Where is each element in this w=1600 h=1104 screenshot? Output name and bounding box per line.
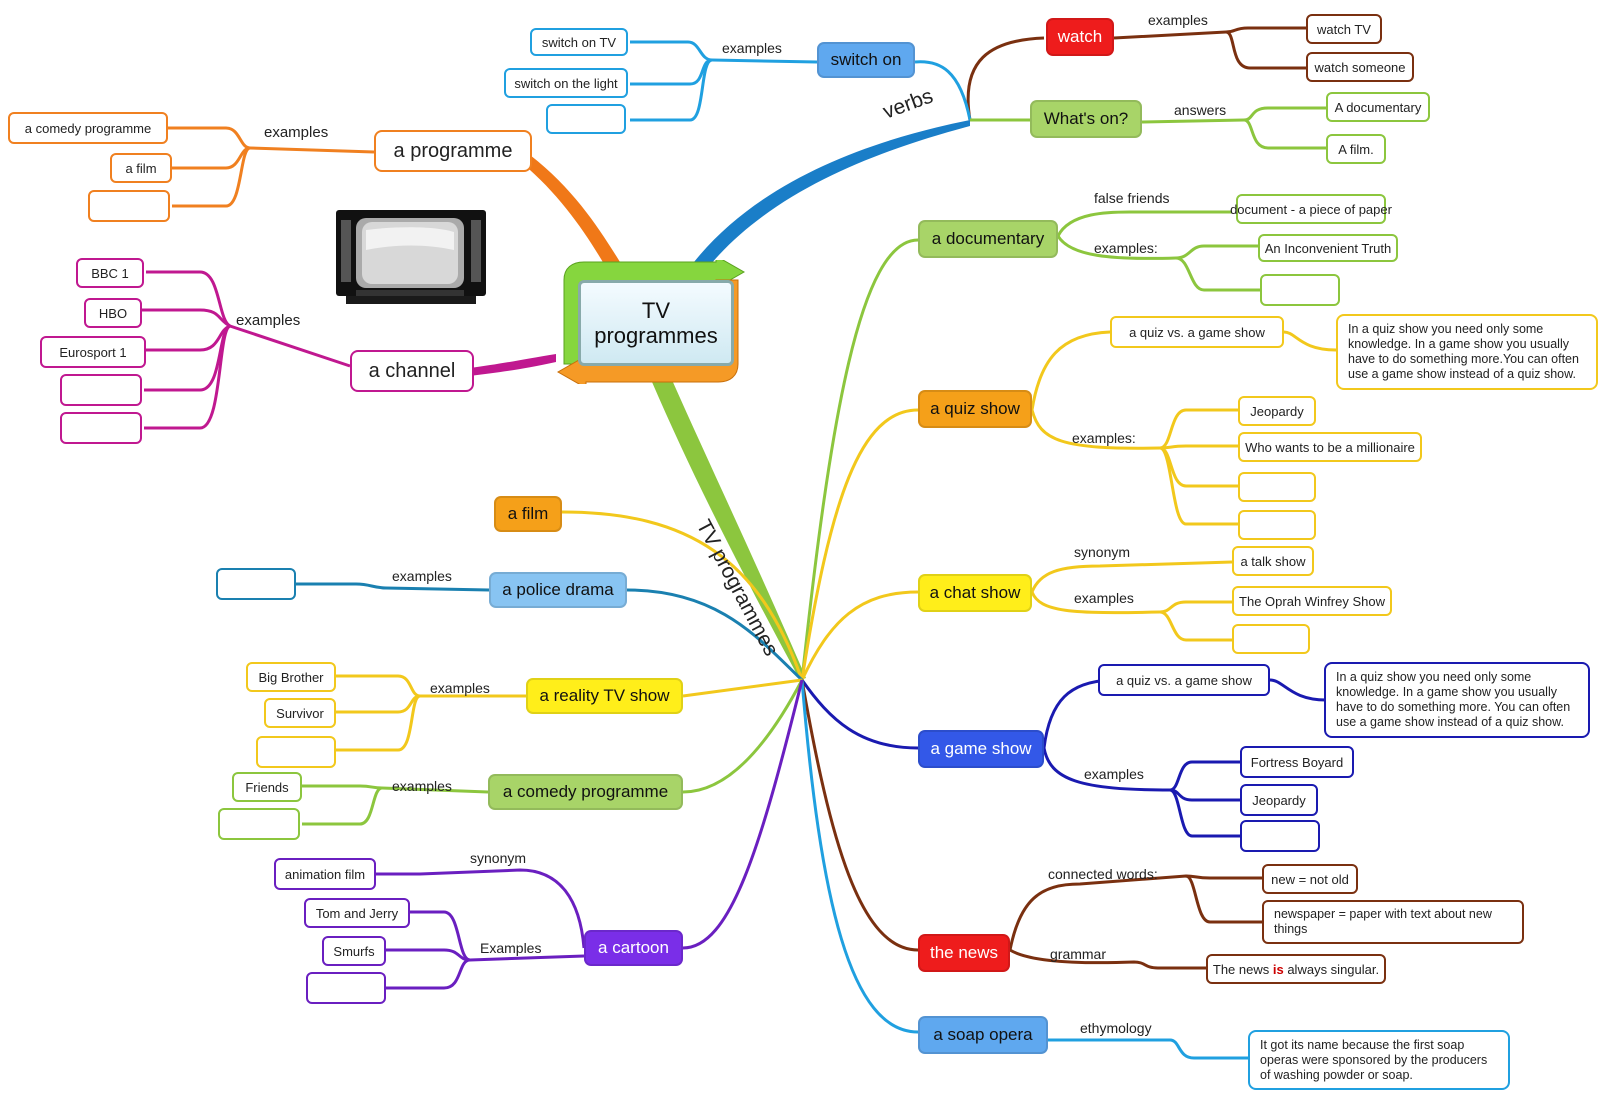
chat-show-example-1[interactable]: The Oprah Winfrey Show <box>1232 586 1392 616</box>
a-channel-example-1[interactable]: BBC 1 <box>76 258 144 288</box>
game-vs-quiz-show-link[interactable]: a quiz vs. a game show <box>1098 664 1270 696</box>
chat-show-example-2[interactable] <box>1232 624 1310 654</box>
quiz-vs-game-show-link[interactable]: a quiz vs. a game show <box>1110 316 1284 348</box>
switch-on-example-1[interactable]: switch on TV <box>530 28 628 56</box>
soap-opera-link-label: ethymology <box>1080 1020 1152 1036</box>
game-show-example-2[interactable]: Jeopardy <box>1240 784 1318 816</box>
cartoon-node[interactable]: a cartoon <box>584 930 683 966</box>
news-grammar-post: always singular. <box>1283 961 1380 977</box>
news-connected-words-label: connected words: <box>1048 866 1158 882</box>
watch-link-label: examples <box>1148 12 1208 28</box>
documentary-false-friend[interactable]: document - a piece of paper <box>1230 194 1392 224</box>
watch-example-1[interactable]: watch TV <box>1306 14 1382 44</box>
a-channel-example-4[interactable] <box>60 374 142 406</box>
quiz-vs-game-show-note: In a quiz show you need only some knowle… <box>1336 314 1598 390</box>
comedy-programme-example-1[interactable]: Friends <box>232 772 302 802</box>
film-node[interactable]: a film <box>494 496 562 532</box>
cartoon-example-2[interactable]: Smurfs <box>322 936 386 966</box>
news-grammar-pre: The news <box>1212 961 1273 977</box>
television-icon <box>336 210 486 304</box>
switch-on-example-2[interactable]: switch on the light <box>504 68 628 98</box>
a-programme-example-2[interactable]: a film <box>110 153 172 183</box>
news-grammar-note: The news is always singular. <box>1206 954 1386 984</box>
a-channel-example-3[interactable]: Eurosport 1 <box>40 336 146 368</box>
reality-tv-show-example-3[interactable] <box>256 736 336 768</box>
game-show-example-1[interactable]: Fortress Boyard <box>1240 746 1354 778</box>
news-connected-word-2[interactable]: newspaper = paper with text about new th… <box>1262 900 1524 944</box>
quiz-show-examples-label: examples: <box>1072 430 1136 446</box>
documentary-false-friends-label: false friends <box>1094 190 1170 206</box>
a-programme-link-label: examples <box>264 124 329 141</box>
switch-on-node[interactable]: switch on <box>817 42 915 78</box>
center-line-1: TV <box>641 298 671 323</box>
whats-on-link-label: answers <box>1174 102 1227 118</box>
cartoon-synonym-label: synonym <box>470 850 527 866</box>
police-drama-link-label: examples <box>392 568 452 584</box>
documentary-node[interactable]: a documentary <box>918 220 1058 258</box>
comedy-programme-link-label: examples <box>392 778 452 794</box>
police-drama-node[interactable]: a police drama <box>489 572 627 608</box>
police-drama-example-1[interactable] <box>216 568 296 600</box>
a-channel-example-5[interactable] <box>60 412 142 444</box>
watch-example-2[interactable]: watch someone <box>1306 52 1414 82</box>
game-vs-quiz-show-note: In a quiz show you need only some knowle… <box>1324 662 1590 738</box>
documentary-example-1[interactable]: An Inconvenient Truth <box>1258 234 1398 262</box>
chat-show-node[interactable]: a chat show <box>918 574 1032 612</box>
quiz-show-example-4[interactable] <box>1238 510 1316 540</box>
comedy-programme-example-2[interactable] <box>218 808 300 840</box>
reality-tv-show-example-1[interactable]: Big Brother <box>246 662 336 692</box>
cartoon-example-3[interactable] <box>306 972 386 1004</box>
documentary-examples-label: examples: <box>1094 240 1158 256</box>
soap-opera-note: It got its name because the first soap o… <box>1248 1030 1510 1090</box>
game-show-example-3[interactable] <box>1240 820 1320 852</box>
center-line-2: programmes <box>594 323 718 348</box>
a-channel-example-2[interactable]: HBO <box>84 298 142 328</box>
quiz-show-node[interactable]: a quiz show <box>918 390 1032 428</box>
chat-show-synonym-label: synonym <box>1074 544 1131 560</box>
quiz-show-example-2[interactable]: Who wants to be a millionaire <box>1238 432 1422 462</box>
quiz-show-example-3[interactable] <box>1238 472 1316 502</box>
game-show-node[interactable]: a game show <box>918 730 1044 768</box>
a-programme-example-3[interactable] <box>88 190 170 222</box>
chat-show-synonym[interactable]: a talk show <box>1232 546 1314 576</box>
reality-tv-show-link-label: examples <box>430 680 490 696</box>
news-grammar-highlight: is <box>1272 961 1284 977</box>
chat-show-examples-label: examples <box>1074 590 1134 606</box>
comedy-programme-node[interactable]: a comedy programme <box>488 774 683 810</box>
news-grammar-label: grammar <box>1050 946 1107 962</box>
cartoon-example-1[interactable]: Tom and Jerry <box>304 898 410 928</box>
game-show-examples-label: examples <box>1084 766 1144 782</box>
whats-on-node[interactable]: What's on? <box>1030 100 1142 138</box>
a-programme-node[interactable]: a programme <box>374 130 532 172</box>
reality-tv-show-example-2[interactable]: Survivor <box>264 698 336 728</box>
a-channel-node[interactable]: a channel <box>350 350 474 392</box>
cartoon-synonym[interactable]: animation film <box>274 858 376 890</box>
documentary-example-2[interactable] <box>1260 274 1340 306</box>
switch-on-example-3[interactable] <box>546 104 626 134</box>
quiz-show-example-1[interactable]: Jeopardy <box>1238 396 1316 426</box>
whats-on-answer-1[interactable]: A documentary <box>1326 92 1430 122</box>
reality-tv-show-node[interactable]: a reality TV show <box>526 678 683 714</box>
soap-opera-node[interactable]: a soap opera <box>918 1016 1048 1054</box>
switch-on-link-label: examples <box>722 40 782 56</box>
a-channel-link-label: examples <box>236 312 301 329</box>
a-programme-example-1[interactable]: a comedy programme <box>8 112 168 144</box>
cartoon-examples-label: Examples <box>480 940 542 956</box>
the-news-node[interactable]: the news <box>918 934 1010 972</box>
news-connected-word-1[interactable]: new = not old <box>1262 864 1358 894</box>
watch-node[interactable]: watch <box>1046 18 1114 56</box>
whats-on-answer-2[interactable]: A film. <box>1326 134 1386 164</box>
